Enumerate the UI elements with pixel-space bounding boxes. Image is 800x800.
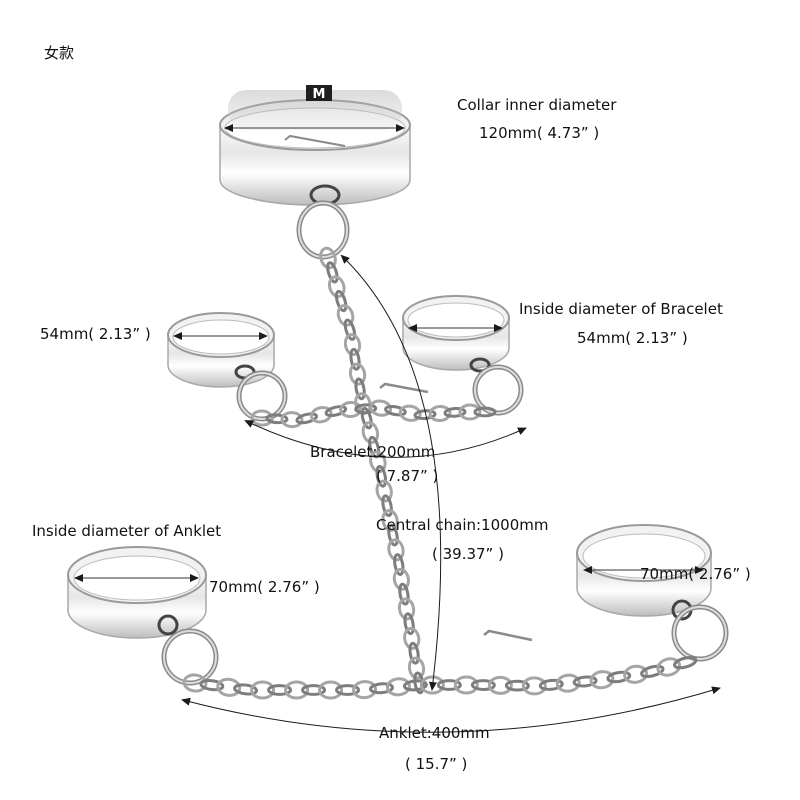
bracelet-chain-value: ( 7.87” ): [376, 467, 439, 485]
chain-link: [672, 656, 698, 670]
chain-link: [318, 680, 344, 700]
chain-link: [656, 657, 682, 677]
chain-link: [385, 677, 411, 697]
chain-link: [280, 411, 304, 429]
anklet-left-value: 70mm( 2.76” ): [209, 578, 320, 596]
chain-link: [606, 670, 632, 684]
chain-link: [623, 664, 649, 684]
anklet-left: [67, 546, 219, 686]
hex-key-icon: [483, 629, 533, 642]
collar-title: Collar inner diameter: [457, 96, 617, 114]
collar-value: 120mm( 4.73” ): [479, 124, 600, 142]
collar: M: [219, 85, 411, 260]
chain-link: [284, 680, 310, 700]
anklet-right-value: 70mm( 2.76” ): [640, 565, 751, 583]
chain-link: [326, 261, 339, 284]
anklet-title: Inside diameter of Anklet: [32, 522, 222, 540]
bracelet-chain-measure-arrow: [244, 420, 527, 458]
brand-logo-badge: [306, 85, 332, 101]
variant-label: 女款: [44, 44, 75, 62]
bracelet-chain-label: Bracelet:200mm: [310, 443, 436, 461]
chain-link: [473, 406, 497, 418]
hex-key-icon: [379, 382, 429, 394]
central-chain-value: ( 39.37” ): [432, 545, 504, 563]
anklet-right: [576, 524, 729, 662]
chain-link: [640, 664, 665, 678]
anklet-chain-label: Anklet:400mm: [379, 724, 490, 742]
anklet-chain-measure-arrow: [181, 686, 721, 733]
chain-link: [352, 680, 378, 700]
chain-link: [487, 675, 513, 695]
bracelet-title: Inside diameter of Bracelet: [519, 300, 723, 318]
chain-link: [555, 673, 581, 693]
central-chain-label: Central chain:1000mm: [376, 516, 549, 534]
hex-key-icon: [284, 134, 346, 147]
chain-link: [572, 675, 598, 688]
chain-link: [319, 246, 337, 270]
bracelet-left: [167, 312, 288, 422]
chain-link: [443, 406, 467, 418]
chain-link: [521, 676, 547, 696]
chain-link: [453, 675, 479, 695]
anklet-chain-value: ( 15.7” ): [405, 755, 468, 773]
brand-logo-letter: M: [313, 87, 326, 102]
chain-link: [428, 404, 452, 423]
chain-link: [458, 403, 482, 421]
bracelet-left-value: 54mm( 2.13” ): [40, 325, 151, 343]
bracelet-right-value: 54mm( 2.13” ): [577, 329, 688, 347]
